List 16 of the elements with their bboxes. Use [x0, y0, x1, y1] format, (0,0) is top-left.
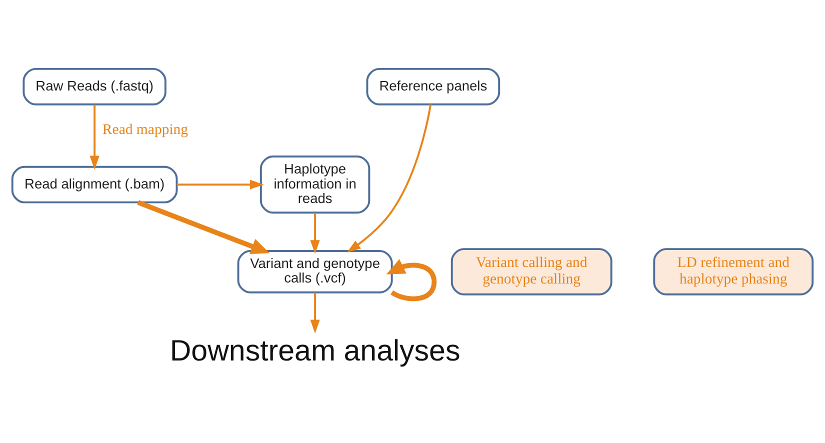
node-box: Variant and genotype calls (.vcf): [237, 250, 393, 293]
node-box: Reference panels: [366, 67, 500, 105]
edge-label: Read mapping: [102, 121, 188, 138]
arrow: [90, 104, 100, 170]
arrow: [310, 212, 320, 254]
arrow: [346, 104, 432, 252]
arrow: [137, 200, 270, 254]
node-box: LD refinement and haplotype phasing: [653, 248, 814, 295]
node-box: Read alignment (.bam): [11, 165, 178, 203]
arrow: [310, 292, 320, 334]
node-text: Downstream analyses: [170, 334, 460, 367]
node-box: Variant calling and genotype calling: [450, 248, 612, 295]
arrow: [176, 179, 264, 189]
node-box: Haplotype information in reads: [260, 155, 370, 214]
node-box: Raw Reads (.fastq): [22, 67, 166, 105]
arrow: [386, 258, 437, 301]
